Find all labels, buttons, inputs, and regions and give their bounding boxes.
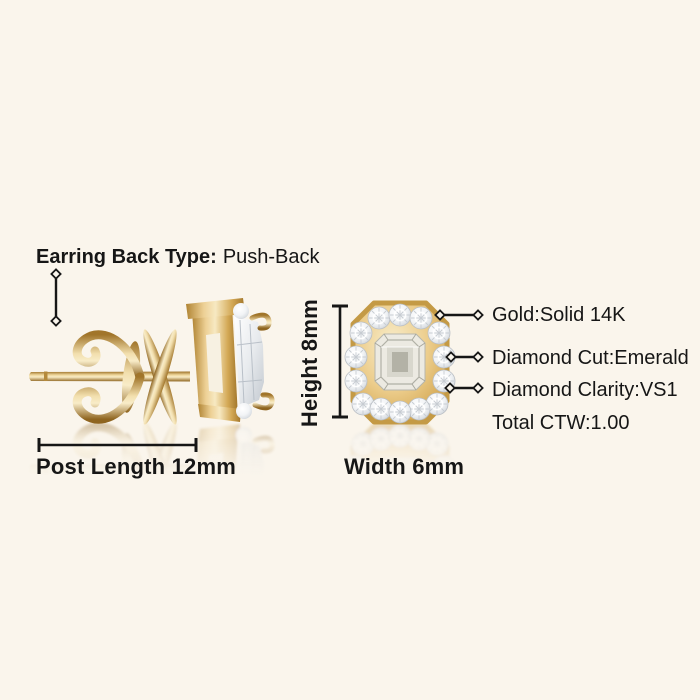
width-label: Width 6mm xyxy=(344,454,465,479)
annotation-lines xyxy=(37,277,476,452)
spec-gold-key: Gold: xyxy=(492,304,540,326)
side-earring-reflection xyxy=(29,419,272,548)
spec-diamond-clarity-key: Diamond Clarity: xyxy=(492,379,640,401)
earring-post xyxy=(29,371,190,382)
spec-gold-value: Solid 14K xyxy=(539,304,626,326)
spec-diamond-cut-value: Emerald xyxy=(614,347,689,369)
spec-total-ctw-value: 1.00 xyxy=(590,412,630,434)
spec-gold: Gold:Solid 14K xyxy=(492,304,625,327)
height-label: Height 8mm xyxy=(296,299,322,428)
height-measure-line xyxy=(332,304,348,419)
spec-diamond-clarity-value: VS1 xyxy=(639,379,678,401)
emerald-center-stone xyxy=(374,333,426,391)
setting-side xyxy=(186,298,275,422)
side-earring-illustration xyxy=(29,298,275,425)
side-diamond xyxy=(234,316,264,408)
front-earring-reflection xyxy=(345,425,455,545)
post-length-measure-line xyxy=(37,438,198,452)
back-type-key: Earring Back Type: xyxy=(36,246,217,268)
spec-diamond-clarity: Diamond Clarity:VS1 xyxy=(492,379,678,402)
back-type-value: Push-Back xyxy=(222,246,320,268)
spec-total-ctw: Total CTW:1.00 xyxy=(492,412,629,435)
spec-total-ctw-key: Total CTW: xyxy=(492,412,591,434)
post-length-label: Post Length 12mm xyxy=(36,454,237,479)
back-type-label: Earring Back Type:Push-Back xyxy=(36,246,320,268)
front-earring-illustration xyxy=(344,300,456,425)
butterfly-back xyxy=(72,330,145,424)
spec-diamond-cut-key: Diamond Cut: xyxy=(492,347,615,369)
spec-diamond-cut: Diamond Cut:Emerald xyxy=(492,347,689,370)
